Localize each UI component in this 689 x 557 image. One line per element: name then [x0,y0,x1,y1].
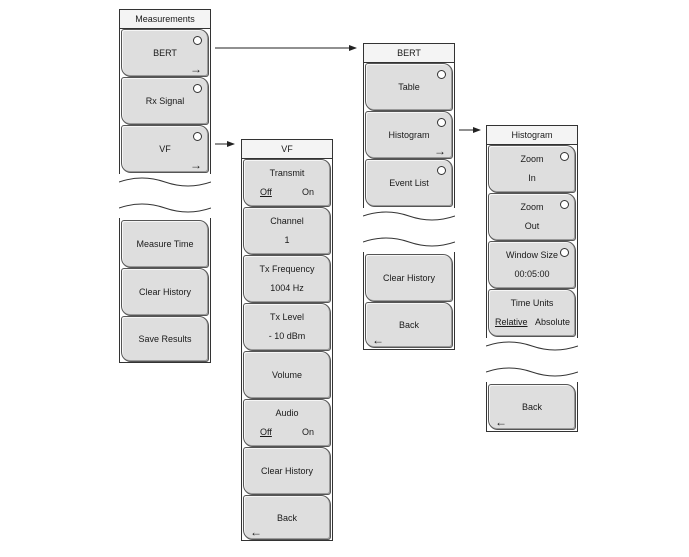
measurements-menu-title: Measurements [120,10,210,29]
time-units-absolute-option: Absolute [534,317,570,327]
channel-value: 1 [284,235,290,245]
radio-indicator-icon [437,166,446,175]
clear-history-key[interactable]: Clear History [121,268,209,316]
histogram-back-key[interactable]: Back ← [488,384,576,430]
submenu-arrow-icon: → [190,62,202,76]
histogram-key-label: Histogram [388,130,430,140]
vf-clear-history-key[interactable]: Clear History [243,447,331,495]
time-units-relative-option: Relative [495,317,528,327]
table-key-label: Table [398,82,420,92]
tx-frequency-key[interactable]: Tx Frequency 1004 Hz [243,255,331,303]
channel-key-label: Channel [270,216,304,226]
save-results-key[interactable]: Save Results [121,316,209,362]
table-key[interactable]: Table [365,63,453,111]
vf-menu-title: VF [242,140,332,159]
vf-key-label: VF [159,144,171,154]
vf-clear-history-key-label: Clear History [260,466,313,476]
event-list-key-label: Event List [389,178,429,188]
audio-key[interactable]: Audio Off On [243,399,331,447]
audio-key-label: Audio [275,408,299,418]
vf-key[interactable]: VF → [121,125,209,173]
submenu-arrow-icon: → [434,144,446,158]
radio-indicator-icon [560,152,569,161]
back-arrow-icon: ← [495,415,507,429]
zoom-out-key-label: Zoom [520,202,544,212]
rx-signal-key[interactable]: Rx Signal [121,77,209,125]
tx-frequency-key-label: Tx Frequency [259,264,315,274]
bert-clear-history-key[interactable]: Clear History [365,254,453,302]
transmit-key[interactable]: Transmit Off On [243,159,331,207]
channel-key[interactable]: Channel 1 [243,207,331,255]
tx-level-value: - 10 dBm [268,331,306,341]
menu-break [119,174,211,218]
bert-key-label: BERT [153,48,177,58]
radio-indicator-icon [437,70,446,79]
zoom-in-key[interactable]: Zoom In [488,145,576,193]
histogram-menu-title: Histogram [487,126,577,145]
histogram-key[interactable]: Histogram → [365,111,453,159]
zoom-out-key[interactable]: Zoom Out [488,193,576,241]
radio-indicator-icon [560,200,569,209]
volume-key[interactable]: Volume [243,351,331,399]
radio-indicator-icon [560,248,569,257]
event-list-key[interactable]: Event List [365,159,453,207]
bert-menu-title: BERT [364,44,454,63]
bert-back-key-label: Back [398,320,419,330]
bert-back-key[interactable]: Back ← [365,302,453,348]
volume-key-label: Volume [271,370,303,380]
bert-key[interactable]: BERT → [121,29,209,77]
measure-time-key[interactable]: Measure Time [121,220,209,268]
clear-history-key-label: Clear History [138,287,191,297]
transmit-key-label: Transmit [269,168,305,178]
radio-indicator-icon [437,118,446,127]
vf-back-key-label: Back [276,512,297,523]
transmit-off-option: Off [260,187,272,197]
zoom-out-value: Out [524,221,540,231]
bert-clear-history-key-label: Clear History [382,273,435,283]
measure-time-key-label: Measure Time [136,239,194,249]
zoom-in-value: In [528,173,536,183]
vf-menu: VF Transmit Off On Channel 1 Tx Frequenc… [241,139,333,541]
measurements-menu: Measurements BERT → Rx Signal VF → Measu… [119,9,211,363]
submenu-arrow-icon: → [190,158,202,172]
tx-level-key[interactable]: Tx Level - 10 dBm [243,303,331,351]
radio-indicator-icon [193,132,202,141]
menu-break [486,338,578,382]
window-size-key-label: Window Size [505,250,559,260]
radio-indicator-icon [193,36,202,45]
bert-menu: BERT Table Histogram → Event List Clear … [363,43,455,350]
transmit-on-option: On [301,187,314,197]
window-size-key[interactable]: Window Size 00:05:00 [488,241,576,289]
radio-indicator-icon [193,84,202,93]
tx-level-key-label: Tx Level [269,312,304,322]
audio-on-option: On [301,427,314,437]
histogram-menu: Histogram Zoom In Zoom Out Window Size 0… [486,125,578,432]
histogram-back-key-label: Back [521,402,542,412]
time-units-key-label: Time Units [510,298,554,308]
back-arrow-icon: ← [372,333,384,347]
menu-break [363,208,455,252]
vf-back-key[interactable]: Back ← [243,495,331,540]
rx-signal-key-label: Rx Signal [145,96,185,106]
window-size-value: 00:05:00 [514,269,550,279]
time-units-key[interactable]: Time Units Relative Absolute [488,289,576,337]
tx-frequency-value: 1004 Hz [270,283,304,293]
audio-off-option: Off [260,427,272,437]
back-arrow-icon: ← [250,525,262,539]
save-results-key-label: Save Results [138,334,192,344]
zoom-in-key-label: Zoom [520,154,544,164]
